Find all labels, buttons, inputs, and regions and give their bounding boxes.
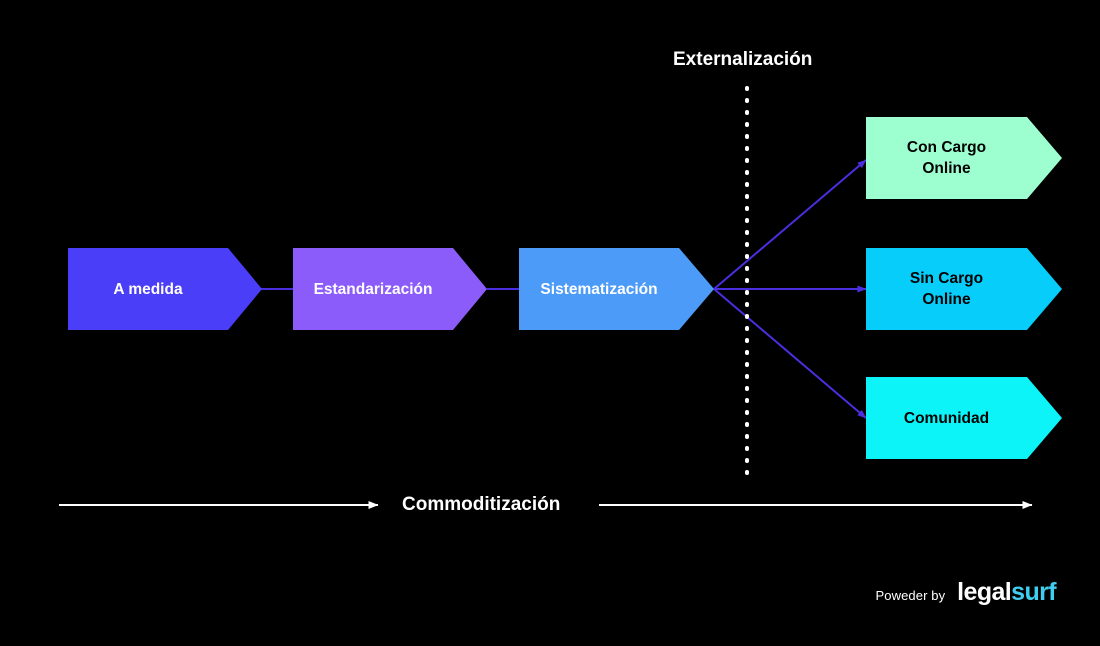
stage-shape-sistematizacion[interactable] xyxy=(519,248,714,330)
legalsurf-logo[interactable]: legalsurf xyxy=(957,578,1056,607)
externalizacion-title: Externalización xyxy=(673,49,813,70)
connector-group xyxy=(261,159,867,419)
stage-shape-estandarizacion[interactable] xyxy=(293,248,487,330)
outcome-shape-comunidad[interactable] xyxy=(866,377,1062,459)
stage-shape-a-medida[interactable] xyxy=(68,248,262,330)
outcome-shape-sin-cargo-online[interactable] xyxy=(866,248,1062,330)
footer-logo: Poweder by legalsurf xyxy=(875,578,1057,607)
outcome-shape-con-cargo-online[interactable] xyxy=(866,117,1062,199)
powered-by-text: Poweder by xyxy=(875,588,946,603)
connector-to-comunidad xyxy=(713,288,867,419)
brand-word-legal: legal xyxy=(957,578,1012,606)
connector-to-con-cargo-online xyxy=(713,159,867,290)
brand-word-surf: surf xyxy=(1011,578,1056,606)
axis-label-commoditizacion: Commoditización xyxy=(402,494,561,515)
